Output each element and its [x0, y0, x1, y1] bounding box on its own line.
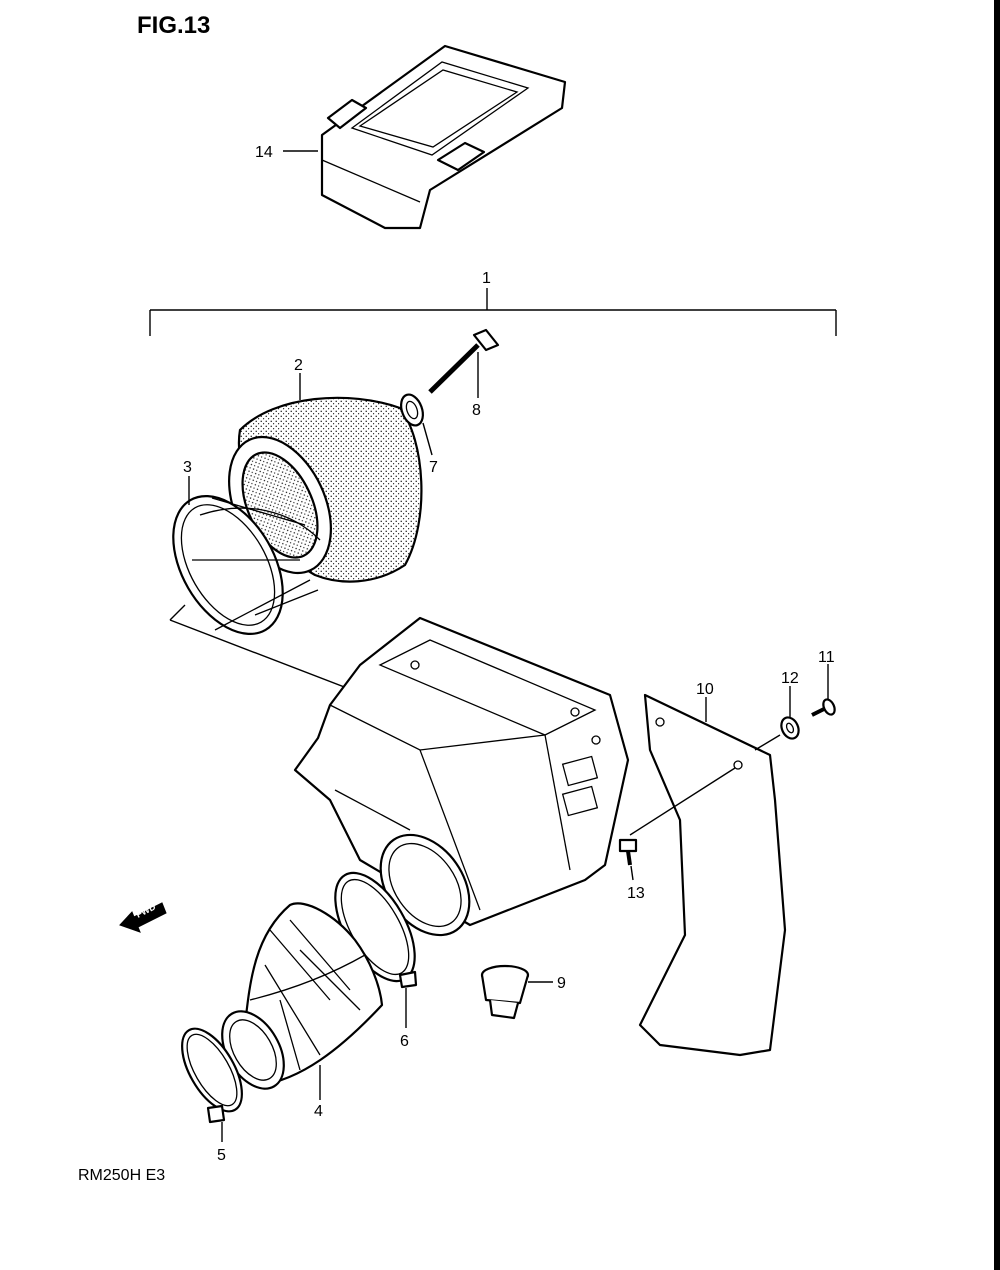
callout-9: 9: [557, 975, 566, 992]
leader-12-line: [754, 734, 781, 751]
part-5-clamp: [181, 1027, 243, 1124]
part-8-wing-bolt: [428, 328, 500, 394]
model-code: RM250H E3: [78, 1167, 165, 1184]
part-10-side-plate: [638, 693, 787, 1057]
part-3-filter-cage: [172, 494, 321, 636]
scan-edge-border: [994, 0, 1000, 1270]
callout-2: 2: [294, 357, 303, 374]
callout-12: 12: [781, 670, 799, 687]
callout-6: 6: [400, 1033, 409, 1050]
assembly-bracket-1: [149, 288, 837, 336]
part-12-washer: [780, 716, 800, 740]
part-14-airbox-cover: [320, 44, 567, 230]
callout-1: 1: [482, 270, 491, 287]
callout-10: 10: [696, 681, 714, 698]
fwd-arrow-icon: FWD: [119, 901, 167, 933]
callout-11: 11: [818, 649, 835, 666]
callout-3: 3: [183, 459, 192, 476]
callout-14: 14: [255, 144, 273, 161]
leader-13-line: [629, 767, 736, 836]
part-13-bolt: [618, 838, 638, 866]
callout-13: 13: [627, 885, 645, 902]
part-7-washer: [400, 393, 424, 427]
callout-7: 7: [429, 459, 438, 476]
part-9-drain-plug: [480, 964, 530, 1020]
part-11-bolt: [811, 698, 836, 717]
figure-title: FIG.13: [137, 12, 210, 39]
callout-5: 5: [217, 1147, 226, 1164]
part-4-intake-boot: [221, 902, 384, 1090]
callout-8: 8: [472, 402, 481, 419]
callout-4: 4: [314, 1103, 323, 1120]
